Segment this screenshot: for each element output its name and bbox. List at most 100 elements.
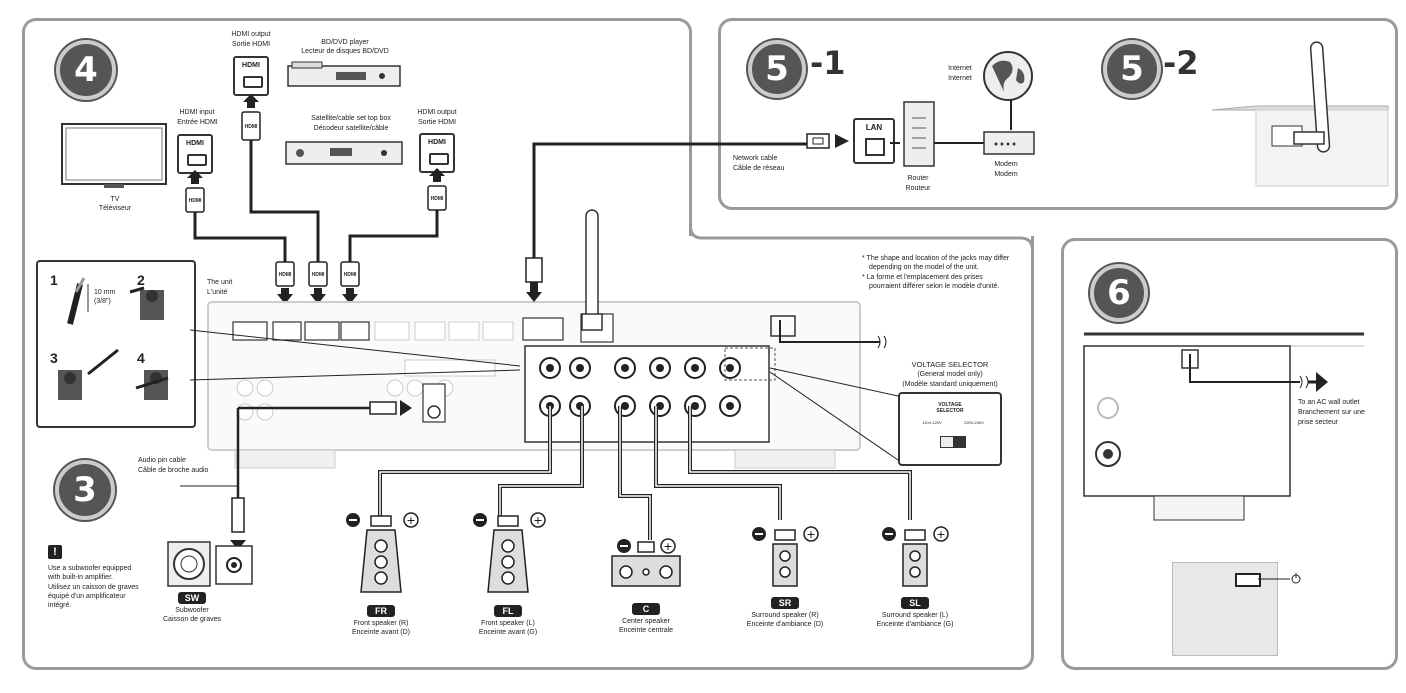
unit-label-fr: L'unité	[207, 289, 228, 296]
svg-text:HDMI: HDMI	[344, 272, 357, 278]
speaker-tag: FR	[367, 605, 395, 617]
voltage-switch[interactable]	[940, 436, 966, 448]
network-cable-label-en: Network cable	[733, 155, 778, 162]
power-label-fr-1: Branchement sur une	[1298, 409, 1365, 416]
sub-note-1: Use a subwoofer equipped	[48, 565, 132, 572]
lan-label: LAN	[865, 123, 883, 132]
svg-text:+: +	[806, 528, 815, 541]
voltage-opt-1: 110V-120V	[922, 420, 942, 425]
front-panel-closeup	[1172, 562, 1278, 656]
voltage-selector-title: VOLTAGE SELECTOR	[911, 360, 989, 369]
voltage-opt-2: 220V-240V	[964, 420, 984, 425]
hdmi-output-label-en: HDMI output	[231, 31, 271, 38]
note-line-2: * La forme et l'emplacement des prises	[862, 274, 983, 281]
tv-label-en: TV	[110, 196, 120, 203]
wire-step-3: 3	[50, 350, 58, 366]
tv-hdmi-port-label: HDMI	[186, 140, 204, 147]
warning-icon: !	[48, 545, 62, 559]
speaker-label-en: Surround speaker (R)	[751, 612, 819, 619]
sat-hdmi-port-label: HDMI	[428, 139, 446, 146]
sub-note-3: Utilisez un caisson de graves	[48, 584, 139, 591]
speaker-tag: SW	[178, 592, 206, 604]
zoom-lines	[190, 329, 521, 381]
step-5-2-suffix: -2	[1163, 44, 1199, 82]
speaker-label-en: Center speaker	[622, 618, 670, 625]
antenna-closeup	[1211, 41, 1389, 187]
power-label-fr-2: prise secteur	[1298, 419, 1339, 426]
tv-icon	[61, 123, 167, 188]
svg-text:+: +	[533, 514, 542, 527]
subwoofer-icon	[167, 541, 253, 587]
svg-text:+: +	[663, 540, 672, 553]
hdmi-output2-label-en: HDMI output	[417, 109, 457, 116]
sub-note-2: with built-in amplifier.	[48, 574, 113, 581]
audio-pin-cable	[180, 400, 412, 550]
sat-box-label-fr: Décodeur satellite/câble	[313, 125, 389, 132]
speaker-label-en: Front speaker (R)	[353, 620, 409, 627]
speaker-tag: SL	[901, 597, 929, 609]
bd-player-label-en: BD/DVD player	[321, 39, 369, 46]
modem-label-fr: Modem	[994, 171, 1018, 178]
speaker-label-fr: Enceinte avant (G)	[478, 629, 538, 636]
svg-text:HDMI: HDMI	[189, 198, 202, 204]
speaker-label-fr: Enceinte centrale	[618, 627, 674, 634]
panel-main-connector	[22, 200, 1034, 250]
globe-to-modem-line	[1010, 100, 1012, 130]
speaker-label-en: Front speaker (L)	[481, 620, 535, 627]
network-cable	[525, 142, 810, 302]
power-button[interactable]	[1235, 573, 1261, 587]
router-label-en: Router	[907, 175, 929, 182]
wire-step-1: 1	[50, 272, 58, 288]
bd-player-label-fr: Lecteur de disques BD/DVD	[301, 48, 389, 55]
bd-hdmi-port: HDMI	[233, 56, 269, 96]
network-cable-label-fr: Câble de réseau	[733, 165, 785, 172]
svg-text:+: +	[936, 528, 945, 541]
router-icon	[903, 101, 935, 167]
wireless-antenna-icon	[581, 209, 603, 331]
internet-label-fr: Internet	[948, 75, 972, 82]
voltage-zoom-lines	[770, 367, 899, 461]
speaker-tag: C	[632, 603, 660, 615]
sat-box-label-en: Satellite/cable set top box	[311, 115, 391, 122]
step-5-1-badge: 5	[748, 40, 806, 98]
svg-text:HDMI: HDMI	[245, 124, 258, 130]
router-modem-line	[890, 142, 984, 144]
speaker-wires	[378, 406, 912, 540]
voltage-box-title-1: VOLTAGE	[938, 402, 962, 408]
svg-text:HDMI: HDMI	[312, 272, 325, 278]
router-label-fr: Routeur	[905, 185, 931, 192]
sat-hdmi-port: HDMI	[419, 133, 455, 173]
sub-note-5: intégré.	[48, 602, 72, 609]
internet-label-en: Internet	[948, 65, 972, 72]
voltage-selector-sub-en: (General model only)	[917, 371, 983, 378]
voltage-selector-box: VOLTAGE SELECTOR 110V-120V 220V-240V	[898, 392, 1002, 466]
wire-length-in: (3/8")	[94, 298, 111, 305]
speaker-label-en: Surround speaker (L)	[881, 612, 949, 619]
speaker-icon: +	[346, 512, 419, 593]
wire-length-mm: 10 mm	[94, 289, 116, 296]
unit-label-en: The unit	[207, 279, 233, 286]
power-label-en: To an AC wall outlet	[1298, 399, 1360, 406]
wire-step-4: 4	[137, 350, 145, 366]
step-6-badge: 6	[1090, 264, 1148, 322]
bd-hdmi-port-label: HDMI	[242, 62, 260, 69]
speaker-label-fr: Caisson de graves	[163, 616, 221, 623]
tv-label-fr: Téléviseur	[98, 205, 132, 212]
sub-note-4: équipé d'un amplificateur	[48, 593, 126, 600]
speaker-label-fr: Enceinte d'ambiance (D)	[746, 621, 824, 628]
unit-side-closeup	[1083, 332, 1364, 521]
lan-port-box: LAN	[853, 118, 895, 164]
bd-player-icon	[287, 61, 401, 87]
note-line-1b: depending on the model of the unit.	[869, 264, 979, 271]
step-3-badge: 3	[55, 460, 115, 520]
voltage-selector-sub-fr: (Modèle standard uniquement)	[902, 381, 998, 388]
svg-text:+: +	[406, 514, 415, 527]
speaker-icon: +	[611, 538, 681, 587]
speaker-icon: +	[473, 512, 546, 593]
